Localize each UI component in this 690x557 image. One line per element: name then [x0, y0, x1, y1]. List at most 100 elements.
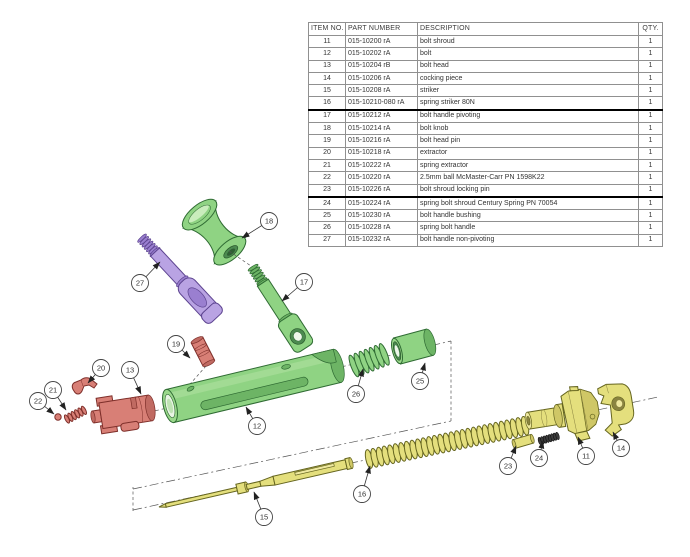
part-extractor [71, 377, 98, 395]
part-cocking-piece [597, 383, 635, 437]
cell-item: 12 [308, 47, 346, 61]
cell-part: 015-10216 rA [345, 134, 418, 148]
cell-item: 16 [308, 96, 346, 111]
cell-item: 15 [308, 84, 346, 98]
cell-qty: 1 [638, 171, 663, 185]
svg-text:20: 20 [97, 364, 105, 373]
cell-item: 13 [308, 59, 346, 73]
svg-text:13: 13 [126, 366, 134, 375]
cell-part: 015-10210-080 rA [345, 96, 418, 111]
cell-desc: striker [417, 84, 639, 98]
svg-text:11: 11 [582, 452, 590, 461]
balloon-callouts: 27 18 17 19 20 13 21 22 12 26 25 16 15 2… [29, 212, 630, 526]
balloon-20: 20 [87, 359, 110, 384]
part-spring-striker [364, 416, 530, 469]
cell-desc: bolt knob [417, 122, 639, 136]
cell-item: 24 [308, 195, 346, 211]
svg-text:21: 21 [49, 386, 57, 395]
balloon-11: 11 [577, 436, 595, 465]
cell-desc: bolt handle bushing [417, 209, 639, 223]
cell-part: 015-10220 rA [345, 171, 418, 185]
cell-desc: spring extractor [417, 158, 639, 173]
column-header-qty: QTY. [638, 22, 663, 36]
balloon-15: 15 [253, 491, 273, 526]
cell-part: 015-10202 rA [345, 47, 418, 61]
cell-part: 015-10232 rA [345, 233, 418, 248]
cell-qty: 1 [638, 183, 663, 198]
table-header-row: ITEM NO. PART NUMBER DESCRIPTION QTY. [308, 22, 663, 36]
svg-text:24: 24 [535, 454, 543, 463]
cell-item: 23 [308, 183, 346, 198]
cell-part: 015-10224 rA [345, 195, 418, 211]
cell-part: 015-10200 rA [345, 34, 418, 49]
svg-text:19: 19 [172, 340, 180, 349]
cell-part: 015-10222 rA [345, 158, 418, 173]
svg-text:14: 14 [617, 444, 625, 453]
cell-item: 11 [308, 34, 346, 49]
part-bolt-handle-bushing [391, 328, 437, 365]
part-bolt-knob [181, 198, 247, 266]
balloon-22: 22 [29, 392, 55, 415]
balloon-27: 27 [131, 261, 161, 292]
balloon-24: 24 [530, 440, 548, 467]
cell-part: 015-10208 rA [345, 84, 418, 98]
svg-text:22: 22 [34, 397, 42, 406]
cell-item: 20 [308, 146, 346, 160]
balloon-16: 16 [353, 465, 371, 503]
balloon-13: 13 [121, 361, 142, 395]
fold-diagonal-centerline [132, 420, 452, 490]
cell-item: 21 [308, 158, 346, 173]
balloon-21: 21 [44, 381, 67, 411]
cell-item: 18 [308, 122, 346, 136]
balloon-17: 17 [281, 273, 313, 302]
svg-text:25: 25 [416, 377, 424, 386]
cell-desc: bolt head pin [417, 134, 639, 148]
bill-of-materials-table: ITEM NO. PART NUMBER DESCRIPTION QTY. 11… [308, 22, 663, 248]
cell-qty: 1 [638, 146, 663, 160]
cell-qty: 1 [638, 84, 663, 98]
svg-text:12: 12 [253, 422, 261, 431]
cell-qty: 1 [638, 108, 663, 124]
cell-qty: 1 [638, 221, 663, 235]
cell-desc: 2.5mm ball McMaster-Carr PN 1598K22 [417, 171, 639, 185]
cell-item: 14 [308, 71, 346, 86]
column-header-description: DESCRIPTION [417, 22, 639, 36]
cell-item: 25 [308, 209, 346, 223]
cell-item: 27 [308, 233, 346, 248]
cell-part: 015-10228 rA [345, 221, 418, 235]
svg-text:27: 27 [136, 279, 144, 288]
part-bolt-shroud-locking-pin [511, 433, 535, 449]
cell-desc: extractor [417, 146, 639, 160]
cell-qty: 1 [638, 96, 663, 111]
balloon-12: 12 [245, 406, 266, 435]
cell-desc: spring bolt shroud Century Spring PN 700… [417, 195, 639, 211]
cell-desc: bolt handle pivoting [417, 108, 639, 124]
cell-qty: 1 [638, 34, 663, 49]
part-spring-bolt-shroud [537, 432, 560, 445]
balloon-18: 18 [241, 212, 278, 239]
svg-text:17: 17 [300, 278, 308, 287]
cell-qty: 1 [638, 71, 663, 86]
cell-part: 015-10218 rA [345, 146, 418, 160]
balloon-26: 26 [347, 368, 365, 403]
cell-qty: 1 [638, 158, 663, 173]
svg-text:15: 15 [260, 513, 268, 522]
part-bolt [162, 348, 345, 424]
cell-item: 19 [308, 134, 346, 148]
